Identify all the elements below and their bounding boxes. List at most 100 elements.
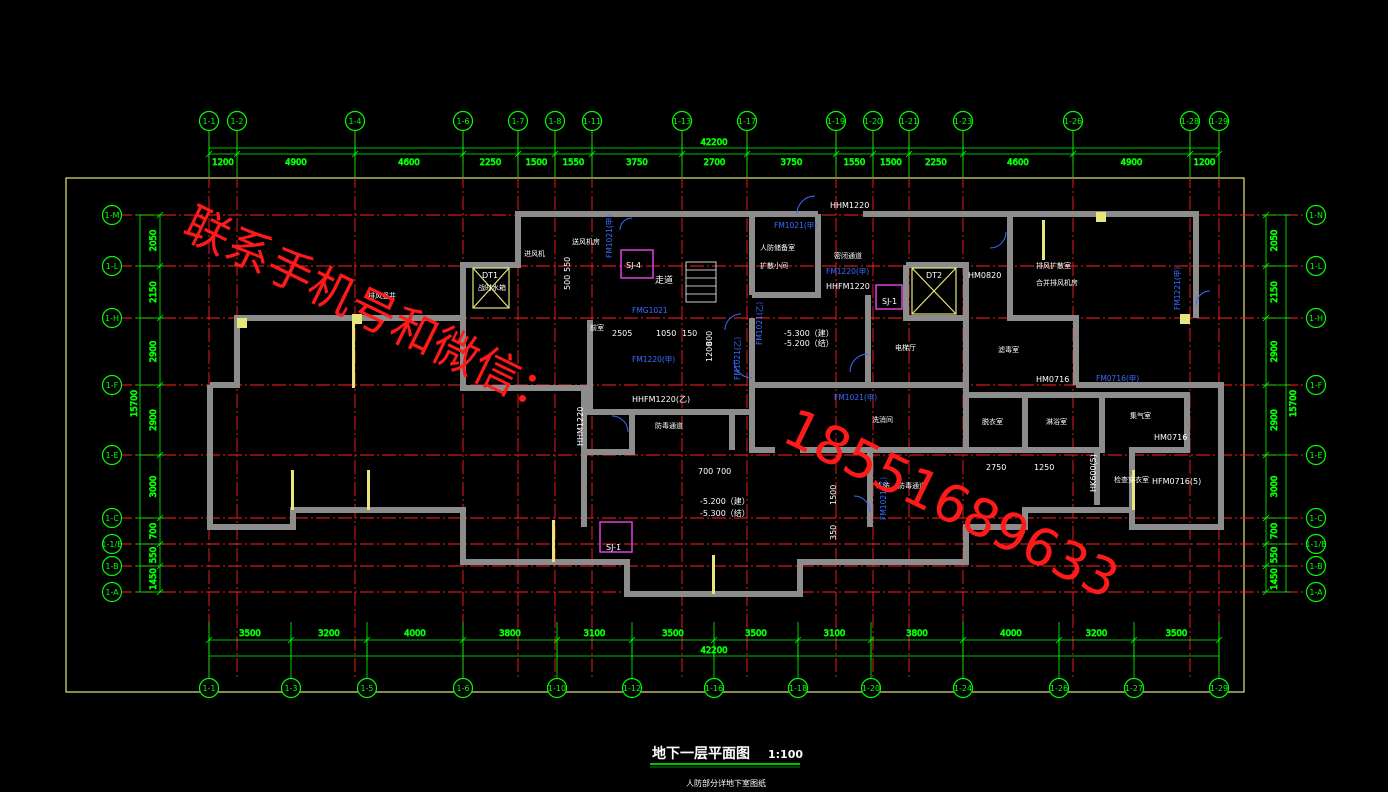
door-label: FMG1021 <box>632 306 668 315</box>
dim-value: 3000 <box>1270 476 1280 498</box>
dim-total: 15700 <box>1289 390 1299 417</box>
axis-bubble-top: 1-29 <box>1208 110 1230 132</box>
axis-bubble-left: 1-L <box>101 255 123 277</box>
axis-bubble-bottom: 1-20 <box>860 677 882 699</box>
dim-value: 700 <box>149 523 159 539</box>
room-label: 合并排风机房 <box>1036 278 1078 287</box>
elevation-label: -5.200（建） <box>700 496 750 506</box>
axis-label: 1-A <box>105 588 119 597</box>
elevators <box>472 267 957 315</box>
dim-label: 1200 <box>705 342 714 362</box>
axis-bubble-bottom: 1-3 <box>280 677 302 699</box>
axis-circle <box>101 374 123 396</box>
axis-label: 1-28 <box>1181 117 1199 126</box>
door-label: HM0820 <box>968 271 1001 280</box>
room-label: 洗消间 <box>872 415 893 424</box>
axis-bubble-bottom: 1-18 <box>787 677 809 699</box>
axis-label: 1-L <box>1310 262 1323 271</box>
axis-bubble-top: 1-4 <box>344 110 366 132</box>
axis-circle <box>356 677 378 699</box>
dim-value: 3200 <box>318 629 340 639</box>
axis-label: 1-C <box>1309 514 1323 523</box>
dim-value: 3100 <box>584 629 606 639</box>
dim-value: 3750 <box>626 158 648 168</box>
dim-value: 2150 <box>149 281 159 303</box>
axis-circle <box>736 110 758 132</box>
dim-label: 500 <box>563 275 572 290</box>
axis-label: 1-20 <box>862 684 880 693</box>
room-label: 战时水箱 <box>478 283 506 292</box>
axis-label: 1-11 <box>583 117 601 126</box>
axis-bubble-top: 1-2 <box>226 110 248 132</box>
room-label: 排风扩散室 <box>1036 261 1071 270</box>
axis-bubble-right: 1-H <box>1305 307 1327 329</box>
axis-circle <box>280 677 302 699</box>
axis-bubble-right: 1-1/B <box>1305 533 1327 555</box>
dim-value: 2050 <box>1270 230 1280 252</box>
axis-bubble-top: 1-17 <box>736 110 758 132</box>
room-label: 排风竖井 <box>368 291 396 300</box>
axis-circle <box>1062 110 1084 132</box>
door-label: HM0716 <box>1154 433 1187 442</box>
axis-bubble-top: 1-23 <box>952 110 974 132</box>
axis-circle <box>1305 581 1327 603</box>
room-label: 防毒通道 <box>898 481 926 490</box>
room-label: 滤毒室 <box>998 345 1019 354</box>
door-label: FM1220(甲) <box>826 267 869 276</box>
axis-label: 1-23 <box>954 117 972 126</box>
door-label: HHFM1220(乙) <box>632 395 690 404</box>
door-label: HFM0716(5) <box>1152 477 1201 486</box>
axis-label: 1-24 <box>954 684 972 693</box>
axis-label: 1-17 <box>738 117 756 126</box>
axis-label: 1-12 <box>623 684 641 693</box>
dim-label: 2750 <box>986 463 1006 472</box>
axis-label: 1-26 <box>1064 117 1082 126</box>
room-label: 防毒通道 <box>655 421 683 430</box>
dim-value: 3500 <box>1166 629 1188 639</box>
axis-label: 1-E <box>1309 451 1322 460</box>
axis-circle <box>101 555 123 577</box>
axis-label: 1-19 <box>827 117 845 126</box>
door-label: FM1021(乙) <box>879 477 888 520</box>
axis-circle <box>1305 255 1327 277</box>
axis-label: 1-B <box>105 562 118 571</box>
axis-circle <box>581 110 603 132</box>
axis-circle <box>671 110 693 132</box>
axis-circle <box>825 110 847 132</box>
axis-circle <box>198 677 220 699</box>
axis-bubble-right: 1-C <box>1305 507 1327 529</box>
axis-circle <box>1208 110 1230 132</box>
axis-label: 1-20 <box>864 117 882 126</box>
door-label: FM1021(甲) <box>834 393 877 402</box>
door-label: HHFM1220 <box>826 282 870 291</box>
axis-bubble-top: 1-19 <box>825 110 847 132</box>
axis-circle <box>952 110 974 132</box>
axis-label: 1-N <box>1309 211 1323 220</box>
axis-label: 1-6 <box>456 117 469 126</box>
axis-circle <box>101 444 123 466</box>
door-label: HK600(5) <box>1089 454 1098 492</box>
axis-bubble-left: 1-C <box>101 507 123 529</box>
axis-circle <box>101 507 123 529</box>
axis-label: 1-H <box>1309 314 1323 323</box>
drawing-subtitle: 人防部分详地下室图纸 <box>686 778 766 788</box>
axis-bubble-bottom: 1-26 <box>1048 677 1070 699</box>
axis-bubble-top: 1-1 <box>198 110 220 132</box>
room-label: 淋浴室 <box>1046 417 1067 426</box>
room-label: 密闭通道 <box>834 251 862 260</box>
axis-bubble-left: 1-B <box>101 555 123 577</box>
watermark-text: 联系手机号和微信： <box>175 196 571 426</box>
dim-value: 1450 <box>149 568 159 590</box>
axis-circle <box>1305 307 1327 329</box>
elevation-label: -5.300（结） <box>700 508 750 518</box>
axis-bubble-top: 1-11 <box>581 110 603 132</box>
axis-label: 1-10 <box>548 684 566 693</box>
room-label: 进风机 <box>524 249 545 258</box>
axis-circle <box>101 204 123 226</box>
room-label: 脱衣室 <box>982 417 1003 426</box>
axis-label: 1-2 <box>230 117 243 126</box>
dim-value: 2900 <box>149 341 159 363</box>
door-label: FM1021(甲) <box>774 221 817 230</box>
